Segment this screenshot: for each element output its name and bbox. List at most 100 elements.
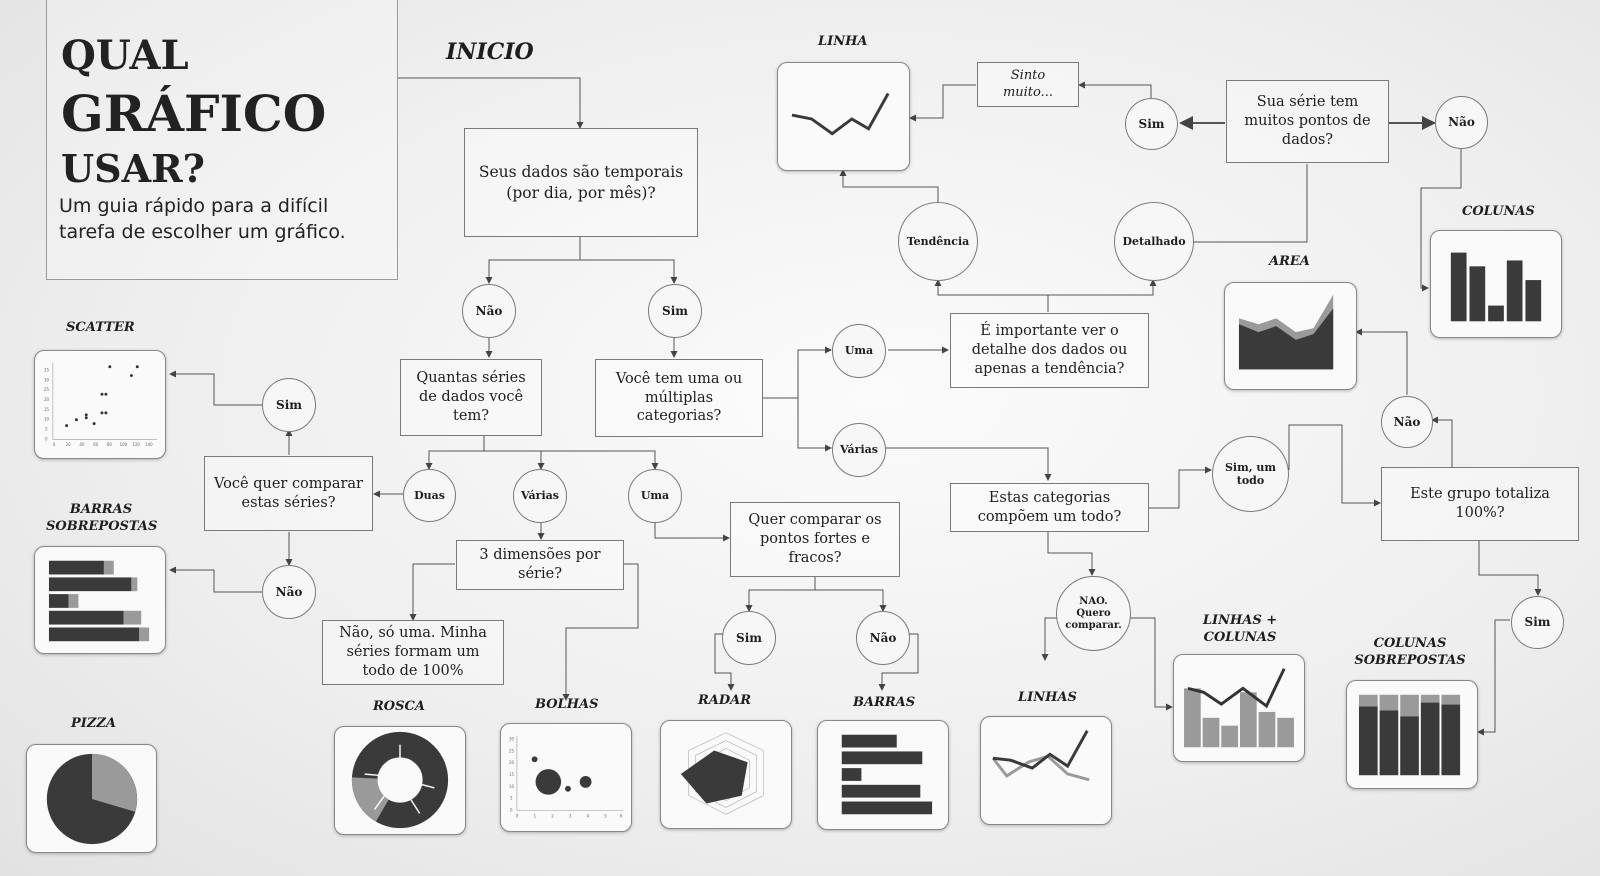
start-label: INICIO	[446, 39, 534, 65]
colunas-bar-4	[1506, 260, 1523, 322]
bubble-xtick: 2	[551, 813, 554, 818]
scatter-ytick: 15	[44, 407, 49, 412]
answer-nao-temporal: Não	[462, 284, 516, 338]
bubble-ytick: 5	[510, 796, 513, 801]
question-compare-series: Você quer comparar estas séries?	[204, 456, 373, 531]
question-many-points: Sua série tem muitos pontos de dados?	[1226, 80, 1389, 163]
question-series-count: Quantas séries de dados você tem?	[400, 359, 542, 436]
bubble-ytick: 0	[510, 807, 513, 812]
chart-card-area	[1224, 282, 1357, 390]
question-one-series-whole: Não, só uma. Minha séries formam um todo…	[322, 620, 504, 685]
title-line-2: GRÁFICO	[61, 84, 327, 143]
bubble-xtick: 1	[534, 813, 537, 818]
scatter-xtick: 40	[79, 442, 84, 447]
scatter-ytick: 0	[45, 436, 48, 441]
barras-bar-5	[841, 801, 933, 815]
answer-detalhado: Detalhado	[1114, 202, 1194, 281]
answer-uma-categoria: Uma	[832, 324, 886, 378]
barras-bar-1	[841, 734, 897, 748]
scatter-xtick: 20	[66, 442, 71, 447]
bubble-xtick: 3	[569, 813, 572, 818]
scatter-xtick: 100	[120, 442, 128, 447]
barras-bar-4	[841, 784, 921, 798]
question-three-dimensions: 3 dimensões por série?	[456, 540, 624, 590]
scatter-xtick: 120	[132, 442, 140, 447]
chart-card-rosca	[334, 726, 466, 835]
label-colunas: COLUNAS	[1462, 204, 1535, 219]
linhas-series-dark	[992, 730, 1089, 770]
label-barras-sobrepostas: BARRAS SOBREPOSTAS	[46, 502, 158, 534]
linha-series	[791, 92, 890, 136]
label-radar: RADAR	[698, 693, 752, 708]
barras-bar-2	[841, 751, 923, 765]
answer-sim-whole: Sim, um todo	[1212, 436, 1289, 512]
area-series-front	[1238, 308, 1334, 370]
answer-sim-compare: Sim	[262, 378, 316, 432]
bubble-xtick: 0	[516, 813, 519, 818]
question-whole: Estas categorias compõem um todo?	[950, 483, 1149, 532]
scatter-xtick: 0	[53, 442, 56, 447]
answer-varias-categorias: Várias	[832, 423, 886, 477]
answer-sim-points: Sim	[1125, 98, 1178, 150]
bubble-4	[565, 785, 571, 792]
scatter-ytick: 10	[44, 417, 49, 422]
colunas-bar-3	[1488, 305, 1504, 322]
subtitle: Um guia rápido para a difícil tarefa de …	[59, 195, 346, 243]
bubble-3	[579, 776, 592, 788]
label-pizza: PIZZA	[71, 716, 116, 731]
pizza-slice-light	[91, 753, 138, 812]
label-area: AREA	[1269, 254, 1310, 269]
bubble-ytick: 20	[509, 760, 514, 765]
scatter-xtick: 60	[93, 442, 98, 447]
rosca-slice-light	[351, 777, 390, 822]
scatter-ytick: 35	[44, 368, 49, 373]
answer-nao-points: Não	[1435, 96, 1488, 149]
question-totals-100: Este grupo totaliza 100%?	[1381, 467, 1579, 541]
scatter-ytick: 5	[45, 427, 48, 432]
chart-card-scatter: 0 5 10 15 20 25 30 35 0 20 40 60 80 100 …	[34, 350, 166, 459]
bubble-1	[531, 756, 538, 763]
bubble-xtick: 6	[620, 813, 623, 818]
question-strengths: Quer comparar os pontos fortes e fracos?	[730, 502, 900, 577]
answer-tendencia: Tendência	[898, 202, 978, 281]
label-linhas: LINHAS	[1018, 690, 1077, 705]
bubble-xtick: 4	[587, 813, 590, 818]
colunas-bar-5	[1525, 280, 1542, 322]
label-barras: BARRAS	[853, 695, 916, 710]
answer-nao-strengths: Não	[856, 611, 910, 665]
chart-card-linha	[777, 62, 910, 171]
title-panel: QUAL GRÁFICO USAR? Um guia rápido para a…	[46, 0, 398, 280]
bubble-ytick: 25	[509, 748, 514, 753]
colunas-bar-2	[1469, 266, 1486, 322]
scatter-ytick: 20	[44, 397, 49, 402]
linhas-colunas-line	[1187, 668, 1286, 709]
answer-duas: Duas	[403, 469, 456, 522]
answer-sim-temporal: Sim	[648, 284, 702, 338]
bubble-xtick: 5	[604, 813, 607, 818]
scatter-xtick: 80	[107, 442, 112, 447]
chart-card-colunas	[1430, 230, 1562, 338]
colunas-bar-1	[1450, 252, 1467, 322]
chart-card-barras-sobrepostas	[34, 546, 166, 654]
label-linha: LINHA	[818, 34, 868, 49]
scatter-ytick: 25	[44, 387, 49, 392]
answer-varias-series: Várias	[513, 469, 567, 523]
scatter-xtick: 140	[145, 442, 153, 447]
answer-uma-series: Uma	[628, 469, 682, 523]
bubble-ytick: 15	[509, 772, 514, 777]
bubble-ytick: 10	[509, 784, 514, 789]
answer-nao-compare: Não	[262, 565, 316, 619]
label-bolhas: BOLHAS	[535, 697, 599, 712]
chart-card-linhas	[980, 716, 1112, 825]
label-linhas-colunas: LINHAS + COLUNAS	[1202, 613, 1278, 645]
title-line-1: QUAL	[61, 32, 189, 79]
question-temporal: Seus dados são temporais (por dia, por m…	[464, 128, 698, 237]
barras-bar-3	[841, 768, 862, 781]
chart-card-bolhas: 0 5 10 15 20 25 30 0 1 2 3 4 5 6	[500, 723, 632, 832]
answer-nao-100: Não	[1381, 396, 1433, 448]
bubble-ytick: 30	[509, 737, 514, 742]
chart-card-barras	[817, 720, 949, 830]
label-scatter: SCATTER	[66, 320, 135, 335]
chart-card-colunas-sobrepostas	[1346, 680, 1478, 789]
